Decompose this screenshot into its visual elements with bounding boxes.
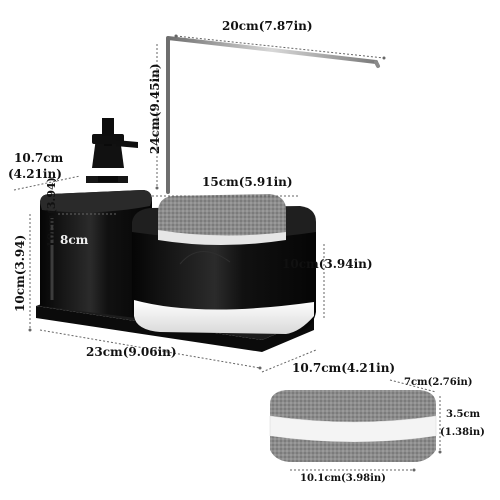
- rack-width-label: 20cm(7.87in): [222, 19, 313, 33]
- box-height-label: 10cm(3.94in): [282, 257, 373, 271]
- dispenser-housing: [40, 190, 152, 320]
- dimension-lines: [13, 35, 441, 471]
- soap-pump-head: [92, 118, 138, 148]
- dispenser-inner-label: 8cm: [60, 233, 89, 247]
- dispenser-depth-in-label: (4.21in): [8, 167, 62, 181]
- sponge-length-label: 10.1cm(3.98in): [300, 473, 386, 484]
- dispenser-depth-cm-label: 10.7cm: [14, 151, 64, 165]
- sponge-product: [269, 390, 437, 462]
- left-height-label: 10cm(3.94): [13, 234, 27, 312]
- sponge-in-box: [158, 194, 286, 245]
- base-width-label: 23cm(9.06in): [86, 345, 177, 359]
- rack-height-label: 24cm(9.45in): [148, 63, 162, 154]
- dimension-arrow-icon: [28, 34, 442, 472]
- pump-height-label: 10cm(3.94): [45, 177, 58, 248]
- base-depth-label: 10.7cm(4.21in): [292, 361, 396, 375]
- sponge-thickness-cm-label: 3.5cm: [446, 409, 481, 420]
- metal-rack: [166, 36, 380, 194]
- sponge-thickness-in-label: (1.38in): [440, 427, 485, 438]
- sponge-depth-label: 7cm(2.76in): [404, 377, 473, 388]
- sponge-box-width-label: 15cm(5.91in): [202, 175, 293, 189]
